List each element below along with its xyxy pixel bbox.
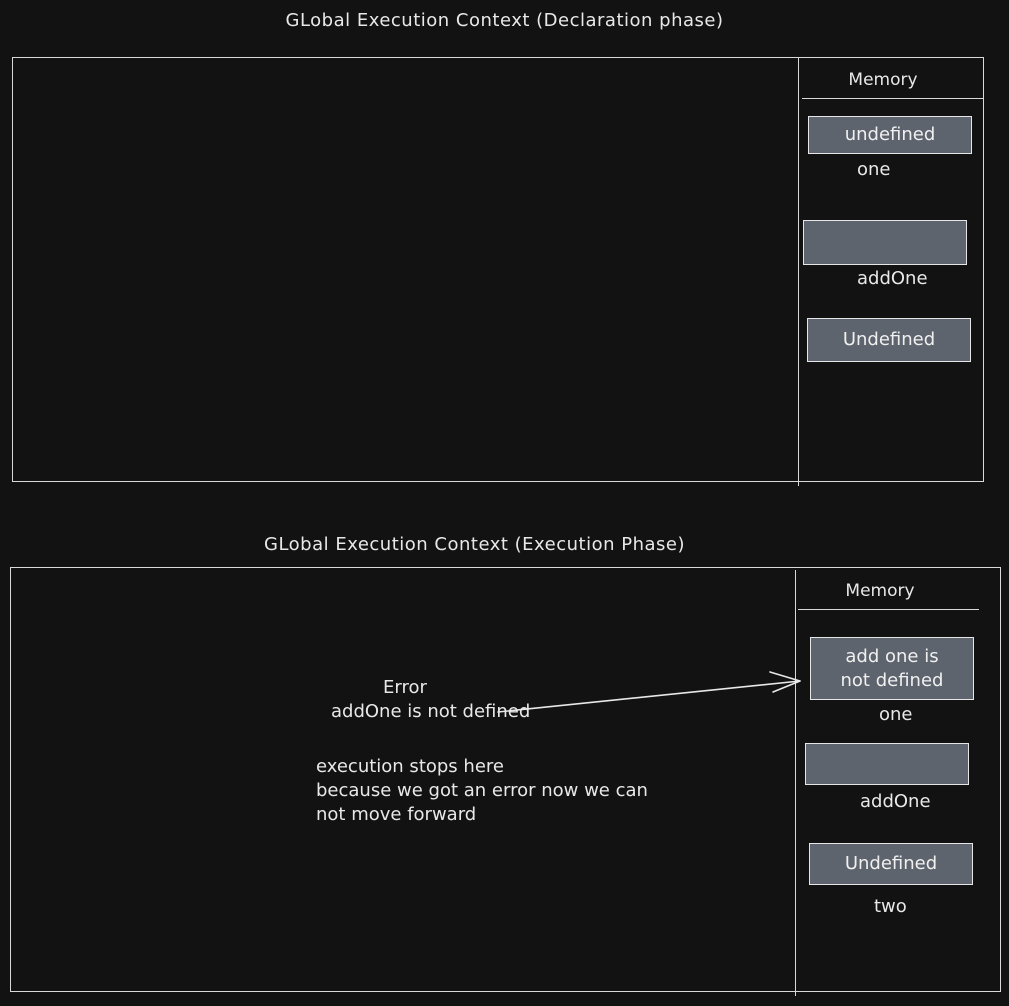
execution-phase-title: GLobal Execution Context (Execution Phas… (264, 534, 685, 555)
execution-var-label-addone: addOne (860, 791, 931, 812)
execution-context-frame (10, 567, 1001, 992)
execution-note-line-1: execution stops here (316, 756, 504, 777)
error-message: addOne is not defined (331, 701, 531, 722)
declaration-var-label-addone: addOne (857, 268, 928, 289)
execution-memory-label: Memory (845, 581, 915, 601)
declaration-memory-label: Memory (848, 70, 918, 90)
execution-note-line-3: not move forward (316, 804, 477, 825)
declaration-memory-slot-one: undefined (808, 116, 972, 154)
execution-var-label-one: one (879, 704, 913, 725)
declaration-var-label-one: one (857, 159, 891, 180)
declaration-memory-divider (798, 58, 799, 486)
error-title: Error (383, 677, 427, 698)
execution-memory-header-line (798, 609, 979, 610)
execution-var-label-two: two (874, 896, 907, 917)
declaration-memory-slot-third: Undefined (807, 318, 971, 362)
declaration-memory-slot-addone (803, 220, 967, 265)
execution-memory-divider (795, 570, 796, 996)
declaration-memory-header-line (802, 98, 983, 99)
execution-memory-slot-addone (805, 743, 969, 785)
declaration-phase-title: GLobal Execution Context (Declaration ph… (285, 10, 724, 31)
execution-slot-one-line1: add one is (845, 645, 939, 667)
execution-slot-one-line2: not defined (840, 669, 944, 691)
execution-note-line-2: because we got an error now we can (316, 780, 648, 801)
execution-memory-slot-one: add one is not defined (810, 637, 974, 700)
declaration-context-frame (12, 57, 984, 482)
execution-memory-slot-two: Undefined (809, 843, 973, 885)
